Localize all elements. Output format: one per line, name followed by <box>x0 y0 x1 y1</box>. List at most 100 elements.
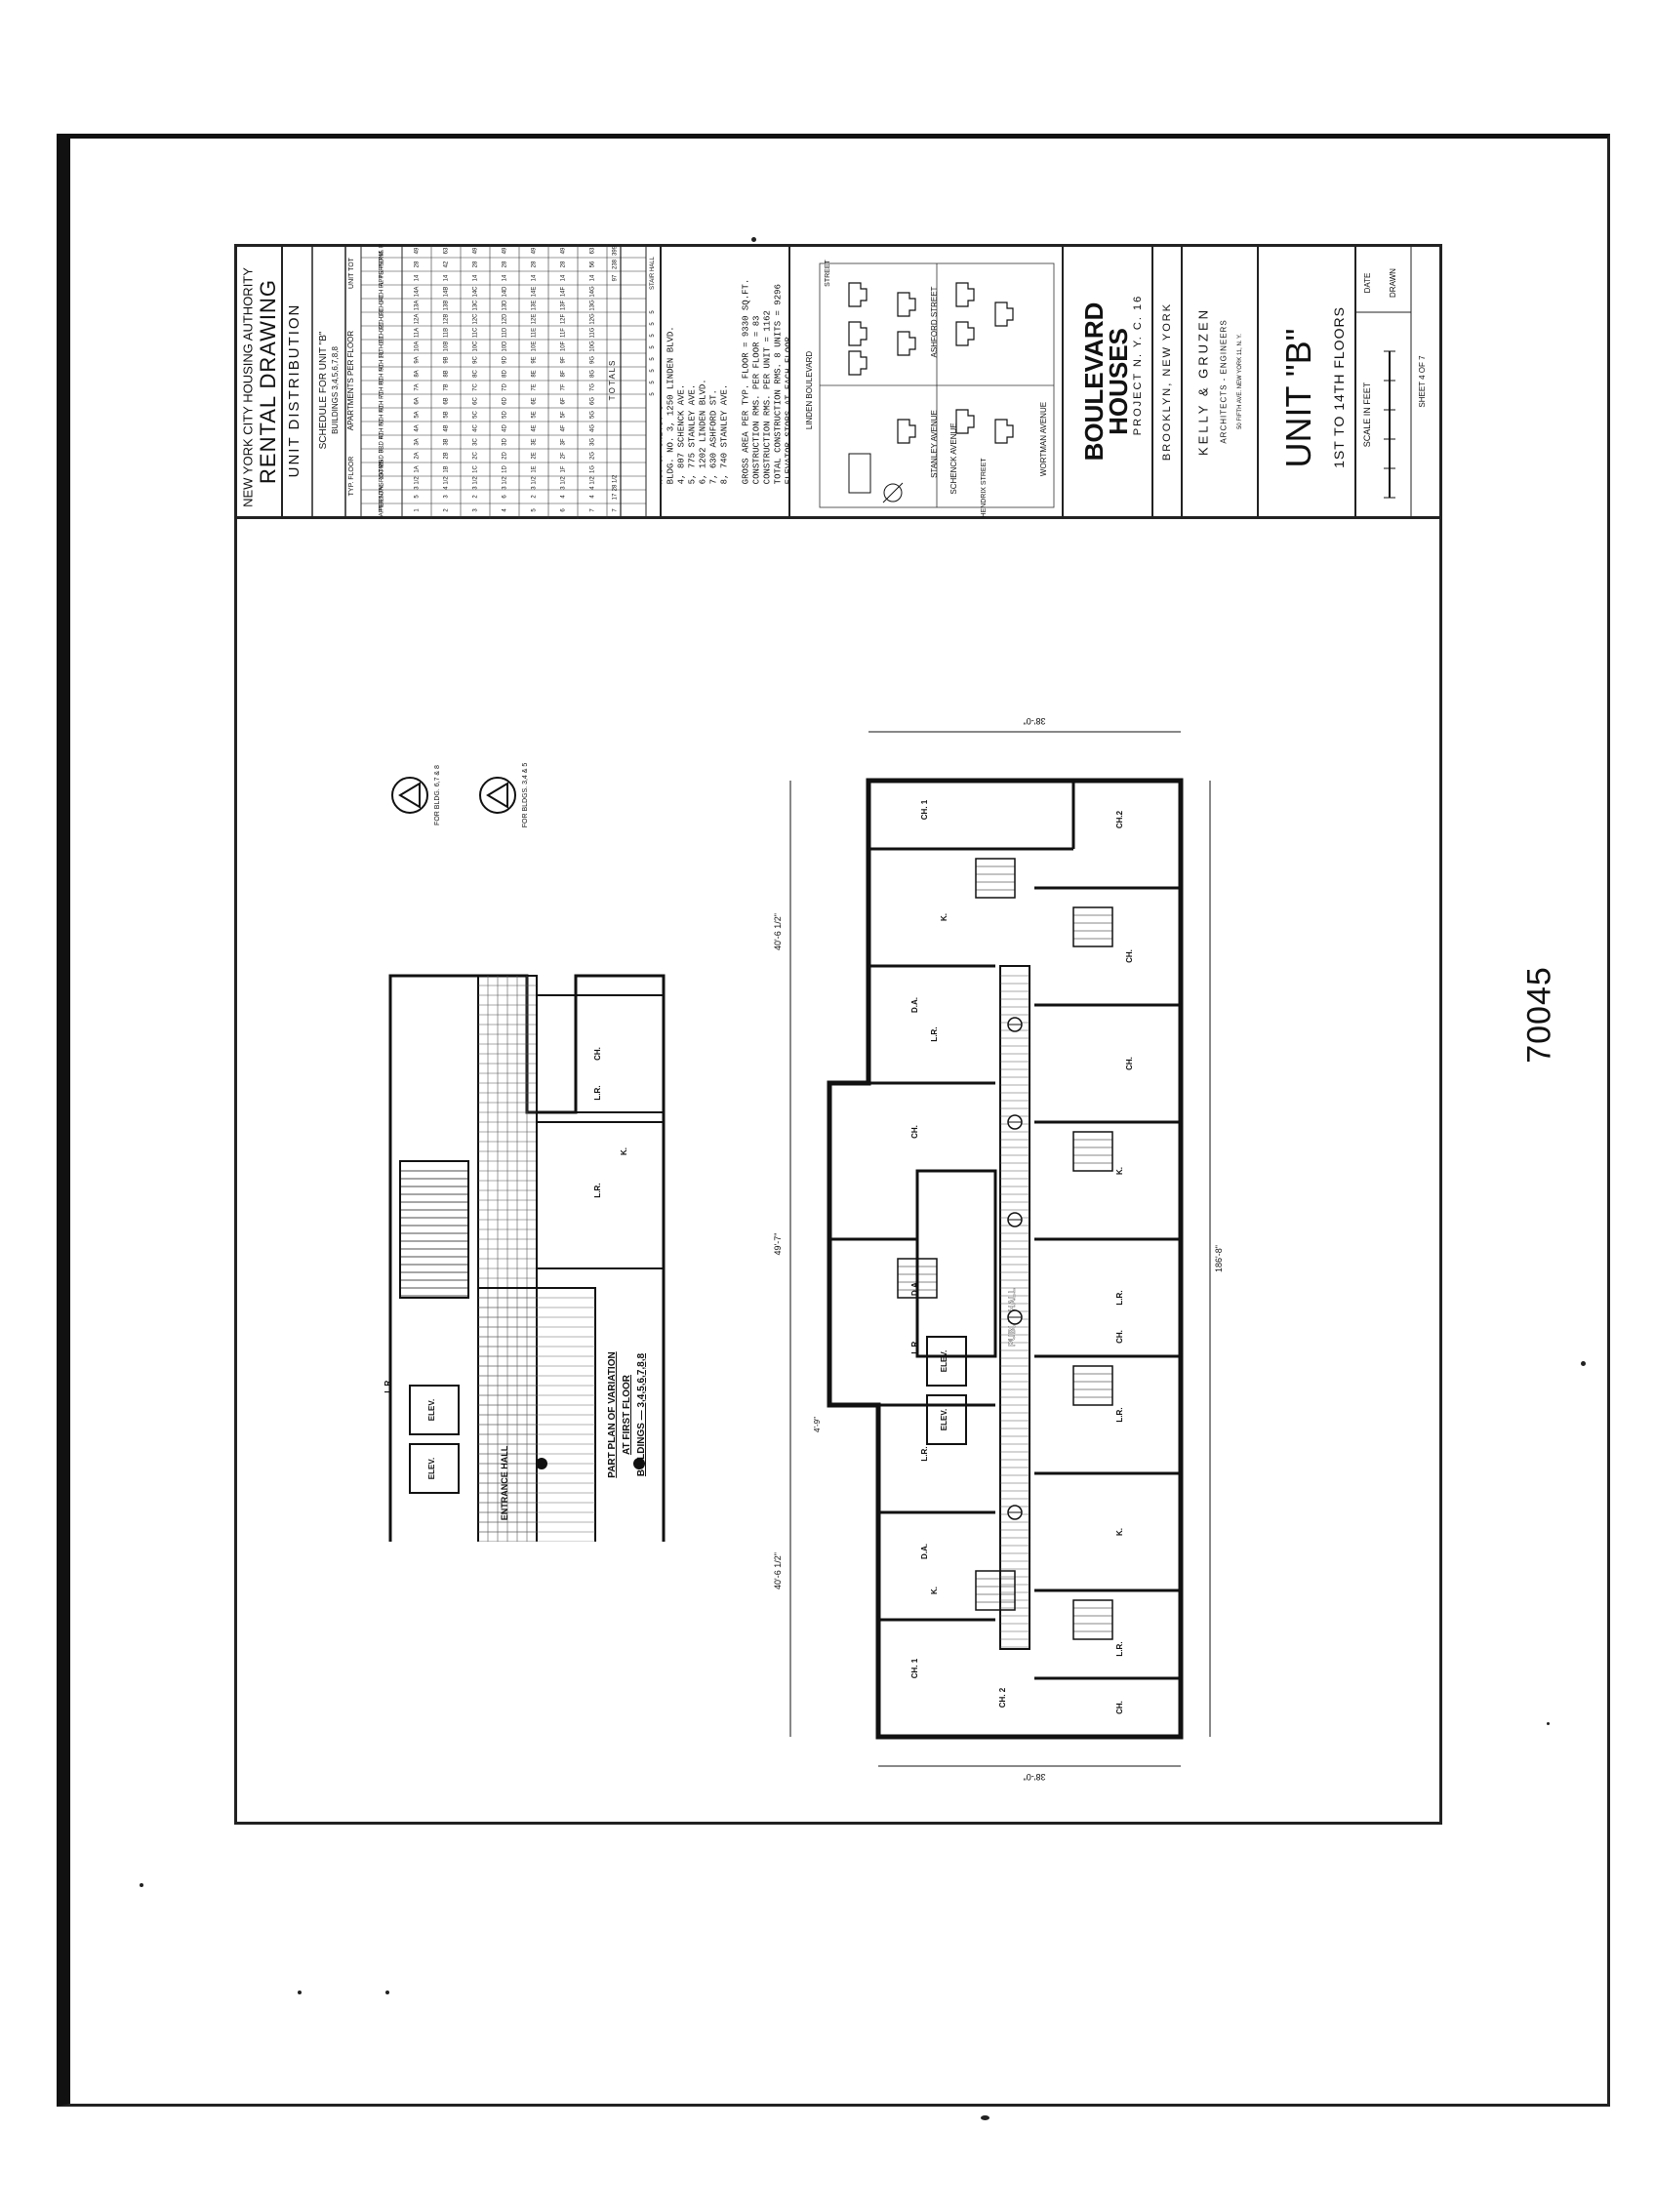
room-label: CH. <box>910 1125 919 1139</box>
table-cell: 63 <box>590 247 596 254</box>
room-label: CH. <box>1125 949 1134 963</box>
table-cell: 28 <box>473 261 479 267</box>
table-cell: 49 <box>561 247 567 254</box>
table-cell: 8C <box>473 369 479 377</box>
table-cell: 28 <box>503 261 508 267</box>
table-cell: 2E <box>532 452 538 459</box>
table-cell: 2G <box>590 452 596 460</box>
table-cell: 10E <box>532 342 538 352</box>
dimension-recess: 4'-9" <box>813 1417 822 1432</box>
column-header: 9TH FL. <box>380 349 385 371</box>
notes-line: 8, 740 STANLEY AVE. <box>719 383 730 485</box>
building-footprint <box>955 321 975 346</box>
table-cell: 2F <box>561 452 567 459</box>
notes-line: CONSTRUCTION RMS. PER FLOOR = 83 <box>751 315 762 485</box>
dimension-total: 186'-8" <box>1214 1245 1224 1272</box>
table-cell: 10G <box>590 341 596 352</box>
totals-cell: 238 <box>613 259 619 269</box>
table-cell: 12A <box>415 314 421 325</box>
table-cell: 14G <box>590 286 596 298</box>
table-cell: 12D <box>503 313 508 325</box>
document-number: 70045 <box>1511 966 1569 1064</box>
street-label-wortman: WORTMAN AVENUE <box>1039 402 1048 476</box>
north-compass <box>883 483 903 503</box>
table-cell: 11A <box>415 328 421 338</box>
column-header: 6TH FL. <box>380 390 385 412</box>
column-header: 1ST FL. <box>380 459 385 480</box>
table-cell: 3 1/2 <box>561 476 567 490</box>
table-cell: 7G <box>590 383 596 391</box>
table-cell: 8A <box>415 370 421 377</box>
room-label: D.A. <box>910 1280 919 1296</box>
table-cell: 3 <box>444 495 450 499</box>
room-label: D.A. <box>910 997 919 1013</box>
notes-line: CONSTRUCTION RMS. PER UNIT = 1162 <box>762 310 773 485</box>
room-label: L.R. <box>593 1183 602 1197</box>
table-cell: 49 <box>415 247 421 254</box>
north-arrow-icon <box>398 782 421 809</box>
column-dot <box>536 1458 547 1469</box>
column-header: APT. <box>380 503 385 516</box>
table-cell: 10B <box>444 342 450 352</box>
room-label: ELEV. <box>427 1399 436 1421</box>
street-label-linden: LINDEN BOULEVARD <box>805 351 814 430</box>
building-footprint <box>897 331 916 356</box>
table-cell: 49 <box>503 247 508 254</box>
buildings-notes-cell: NO. OF UNITS: 8BLDG. NO. 3, 1250 LINDEN … <box>662 244 790 519</box>
street-label-ashford: ASHFORD STREET <box>930 286 939 357</box>
stair-count: 5 <box>650 369 656 373</box>
room-label: CH. 1 <box>910 1658 919 1678</box>
table-cell: 6 <box>561 508 567 512</box>
room-label: L.R. <box>1115 1407 1124 1422</box>
table-cell: 4B <box>444 424 450 431</box>
table-cell: 6 <box>503 495 508 499</box>
table-cell: 13A <box>415 301 421 311</box>
project-name-cell: BOULEVARD HOUSES PROJECT N. Y. C. 16 <box>1064 244 1153 519</box>
notes-line: 4, 807 SCHENCK AVE. <box>676 383 687 485</box>
north-arrow-circle <box>479 777 516 814</box>
table-cell: 5C <box>473 410 479 418</box>
street-label-hendrix: HENDRIX STREET <box>981 458 988 518</box>
totals-cell: 399 <box>613 245 619 256</box>
table-cell: 7D <box>503 382 508 390</box>
table-cell: 28 <box>532 261 538 267</box>
table-cell: 14F <box>561 286 567 297</box>
table-cell: 1A <box>415 465 421 472</box>
column-header: 12TH FL. <box>380 306 385 331</box>
totals-cell: 7 <box>613 508 619 512</box>
table-cell: 10F <box>561 341 567 351</box>
architect-role: ARCHITECTS - ENGINEERS <box>1219 319 1229 444</box>
table-cell: 12C <box>473 313 479 325</box>
plan-caption-line2: AT FIRST FLOOR <box>622 1374 632 1455</box>
room-label: L.R. <box>1115 1290 1124 1305</box>
room-label: CH. <box>1115 1701 1124 1714</box>
public-hall <box>999 965 1030 1650</box>
plan-caption-line3: BUILDINGS — 3,4,5,6,7,8,8 <box>636 1352 647 1476</box>
room-label: CH.2 <box>1115 810 1124 828</box>
table-cell: 1 <box>415 508 421 512</box>
table-cell: 6E <box>532 397 538 404</box>
scan-speck <box>298 1991 302 1994</box>
dimension-left-top: 40'-6 1/2" <box>773 913 783 950</box>
table-cell: 3C <box>473 437 479 445</box>
column-header: APTS. <box>380 269 385 287</box>
schedule-buildings: BUILDINGS 3,4,5,6,7,8,8 <box>331 346 340 434</box>
table-cell: 6D <box>503 396 508 404</box>
table-cell: 1G <box>590 465 596 473</box>
room-label: L.R. <box>920 1446 929 1461</box>
table-cell: 10A <box>415 342 421 352</box>
column-header: 5TH FL. <box>380 404 385 425</box>
stair-count: 5 <box>650 310 656 314</box>
north-arrow-label: FOR BLDG. 6,7 & 8 <box>434 765 441 825</box>
column-header: PERSONS <box>380 482 385 510</box>
table-cell: 6F <box>561 397 567 404</box>
table-cell: 14 <box>532 274 538 281</box>
north-arrow-icon <box>486 782 508 809</box>
table-cell: 14 <box>590 274 596 281</box>
room-label: CH. <box>1115 1330 1124 1344</box>
table-cell: 8D <box>503 369 508 377</box>
plan-caption-line1: PART PLAN OF VARIATION <box>607 1351 618 1477</box>
table-cell: 14 <box>444 274 450 281</box>
